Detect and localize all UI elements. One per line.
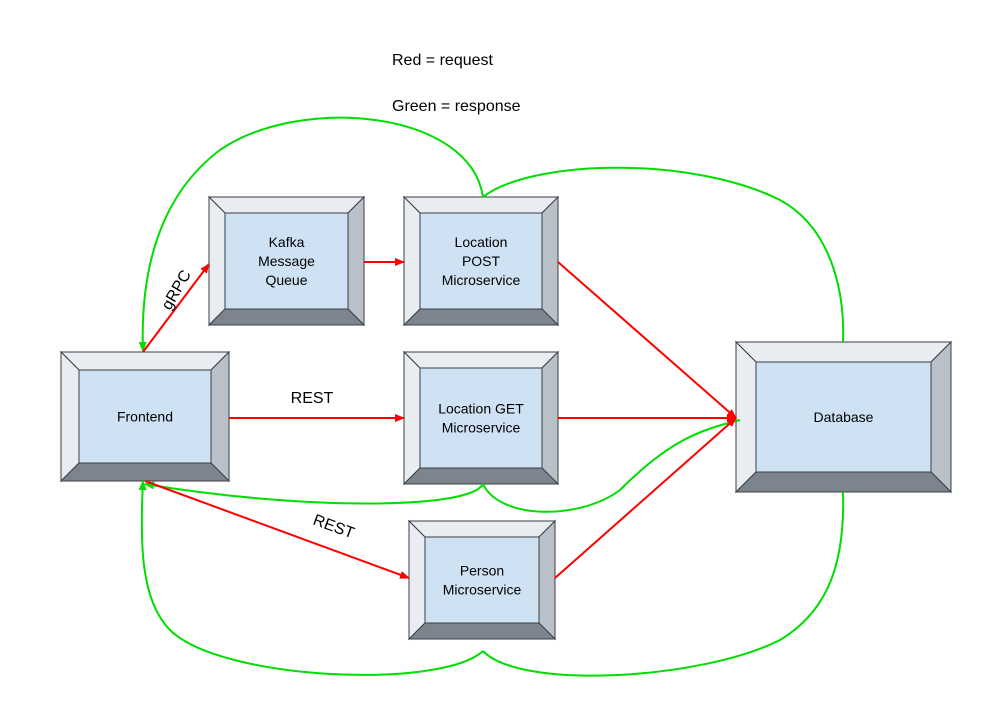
- response-line-post-to-frontend: [138, 116, 484, 352]
- response-line-get-to-database: [482, 419, 741, 513]
- location-post-microservice-label-line: POST: [462, 253, 501, 269]
- location-get-microservice-label-line: Location GET: [438, 401, 524, 417]
- database-label-line: Database: [814, 409, 874, 425]
- response-line-person-to-frontend: [138, 480, 484, 676]
- request-line-post-to-database: [557, 261, 737, 419]
- kafka-message-queue-label-line: Message: [258, 253, 315, 269]
- response-line-person-to-database: [482, 491, 845, 677]
- location-post-microservice-label-line: Location: [455, 234, 508, 250]
- kafka-message-queue-label-line: Kafka: [269, 234, 305, 250]
- legend-red-request: Red = request: [392, 52, 493, 69]
- person-microservice-label-line: Microservice: [443, 582, 522, 598]
- response-line-get-to-frontend: [144, 481, 484, 505]
- legend-green-response: Green = response: [392, 98, 521, 115]
- frontend-label-line: Frontend: [117, 409, 173, 425]
- request-line-frontend-to-kafka: [142, 263, 210, 353]
- request-line-frontend-to-person: [144, 480, 410, 579]
- edge-label-rest-person: REST: [311, 512, 357, 543]
- kafka-message-queue-label-line: Queue: [265, 272, 307, 288]
- request-line-person-to-database: [554, 417, 737, 579]
- location-get-microservice-box: Location GET Microservice: [402, 350, 560, 486]
- database-box: Database: [734, 340, 953, 494]
- person-microservice-label-line: Person: [460, 563, 504, 579]
- location-post-microservice-label-line: Microservice: [442, 272, 521, 288]
- frontend-box: Frontend: [59, 350, 231, 483]
- response-line-post-to-database: [482, 166, 845, 343]
- location-get-microservice-label-line: Microservice: [442, 420, 521, 436]
- edge-label-rest-get: REST: [291, 390, 334, 407]
